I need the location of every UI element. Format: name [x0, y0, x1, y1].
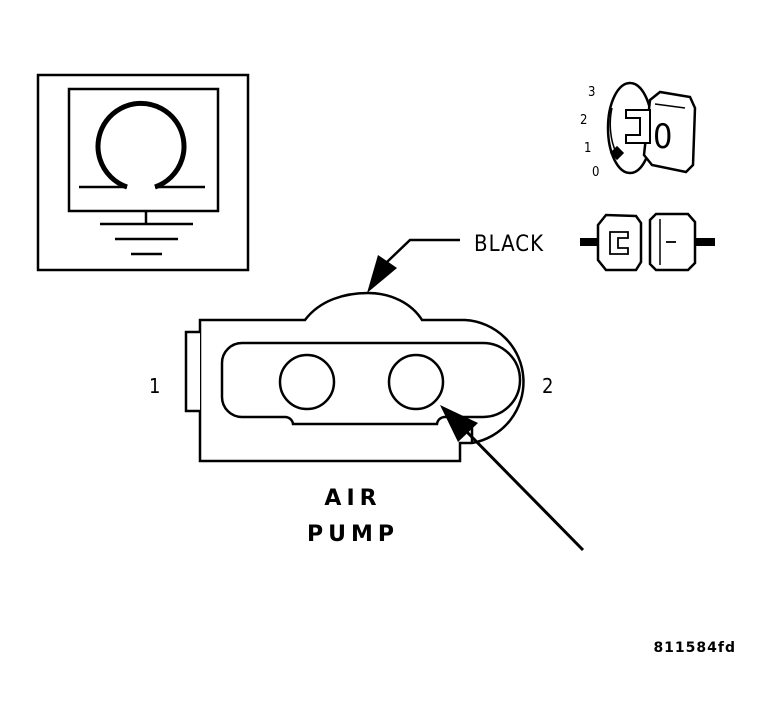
ignition-position-0: 0 — [592, 165, 599, 180]
terminal-2-cavity — [387, 353, 445, 411]
key-position-label: 0 — [653, 117, 672, 157]
ignition-position-2: 2 — [580, 113, 587, 128]
ignition-key-icon: 3 2 1 0 0 — [580, 81, 697, 180]
probe-arrow — [440, 405, 585, 552]
pin-2-label: 2 — [542, 374, 553, 398]
air-pump-connector: 1 2 — [149, 291, 553, 463]
component-label-line1: AIR — [324, 486, 381, 511]
pin-1-label: 1 — [149, 374, 160, 398]
disconnected-connector-icon — [580, 212, 715, 272]
ohmmeter-icon — [36, 73, 250, 272]
figure-id: 811584fd — [653, 640, 736, 656]
component-label-line2: PUMP — [307, 522, 399, 547]
wire-color-label: BLACK — [474, 232, 544, 257]
ignition-position-1: 1 — [584, 141, 591, 156]
black-wire-callout: BLACK — [367, 232, 544, 293]
terminal-1-cavity — [278, 353, 336, 411]
ignition-position-3: 3 — [588, 85, 595, 100]
